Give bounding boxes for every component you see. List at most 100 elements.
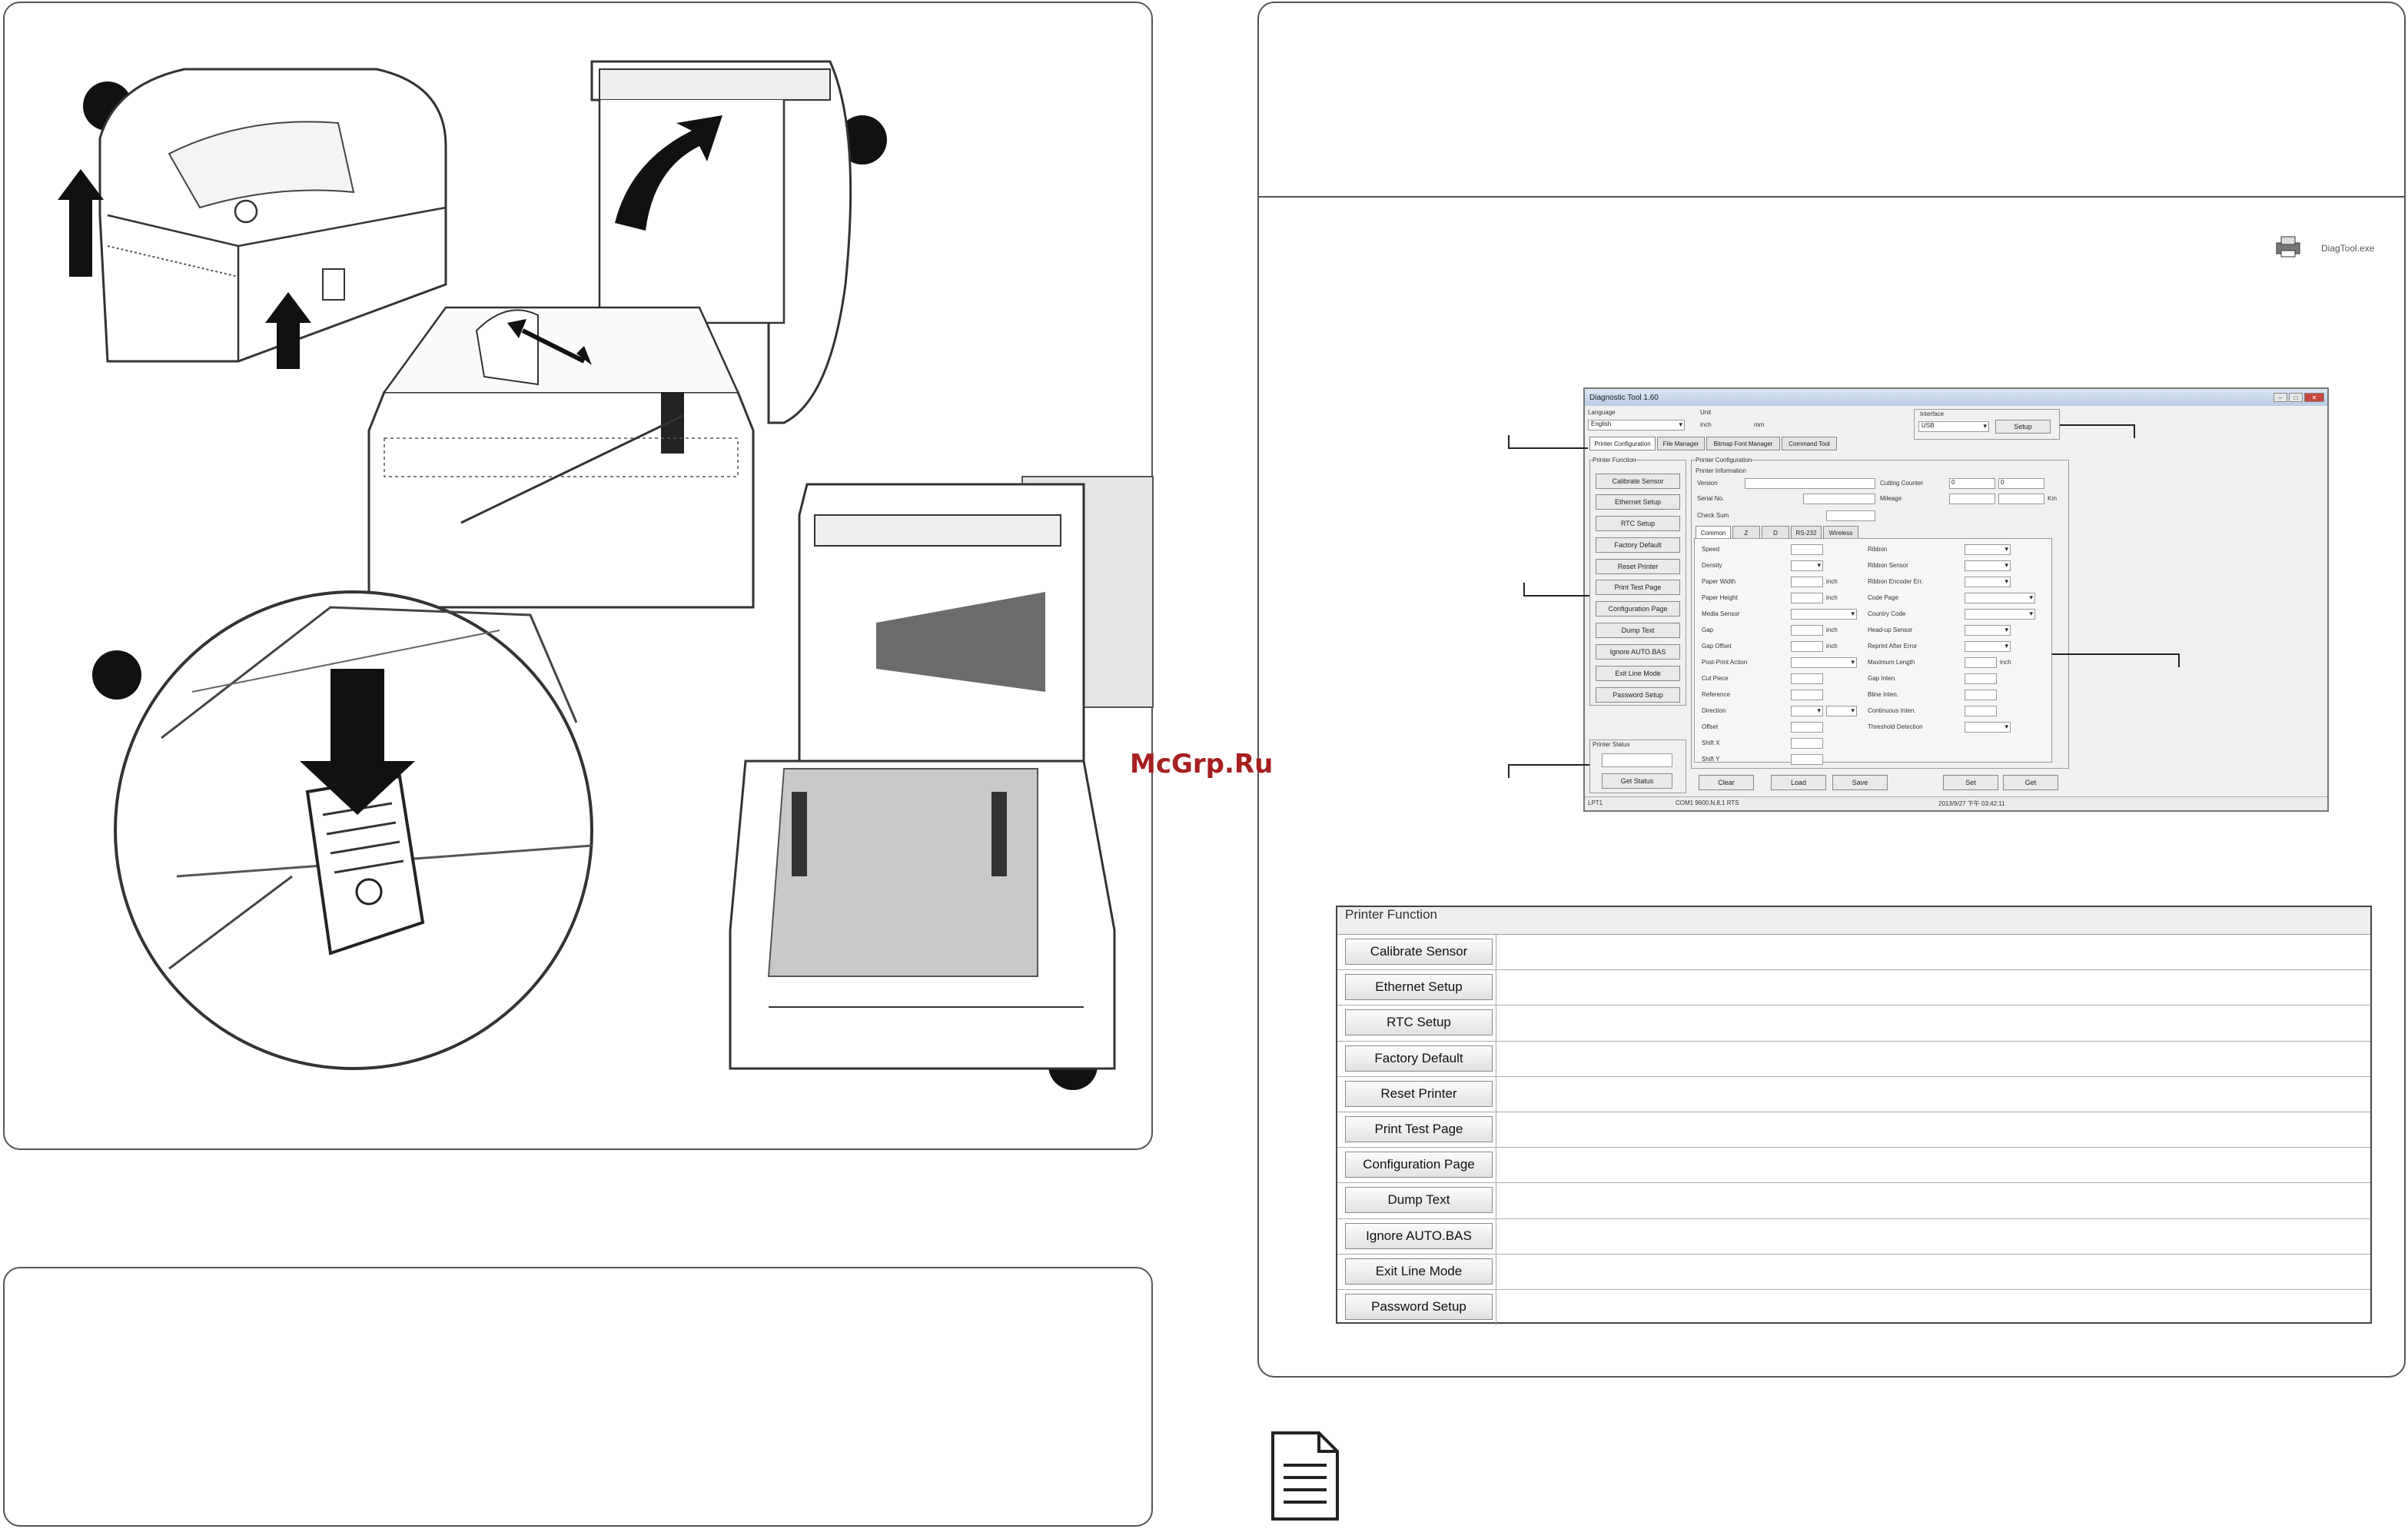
ethernet-setup-button[interactable]: Ethernet Setup	[1596, 494, 1680, 510]
print-test-page-button[interactable]: Print Test Page	[1596, 580, 1680, 595]
media-sensor-select[interactable]	[1791, 609, 1857, 620]
head-up-sensor-select[interactable]	[1965, 625, 2011, 636]
password-setup-button[interactable]: Password Setup	[1345, 1293, 1493, 1320]
ethernet-setup-button[interactable]: Ethernet Setup	[1345, 974, 1493, 1001]
printer-function-table: Printer Function Calibrate Sensor Ethern…	[1336, 906, 2372, 1326]
bline-inten-field[interactable]	[1965, 690, 1997, 700]
callout-tabs-tick	[1508, 435, 1510, 449]
country-code-select[interactable]	[1965, 609, 2035, 620]
density-select[interactable]	[1791, 560, 1823, 571]
status-com: COM1 9600,N,8,1 RTS	[1676, 799, 1739, 806]
paper-height-field[interactable]	[1791, 593, 1823, 603]
gap-field[interactable]	[1791, 625, 1823, 636]
print-test-page-button[interactable]: Print Test Page	[1345, 1115, 1493, 1142]
dump-text-button[interactable]: Dump Text	[1596, 623, 1680, 638]
direction-select-2[interactable]	[1826, 706, 1857, 716]
password-setup-button[interactable]: Password Setup	[1596, 687, 1680, 703]
unit-radio-inch[interactable]: inch	[1700, 421, 1712, 428]
save-button[interactable]: Save	[1832, 775, 1888, 790]
desktop-icon-label[interactable]: DiagTool.exe	[2321, 243, 2375, 254]
factory-default-button[interactable]: Factory Default	[1345, 1045, 1493, 1072]
window-title: Diagnostic Tool 1.60	[1589, 393, 1659, 402]
head-up-sensor-label: Head-up Sensor	[1868, 627, 1913, 633]
code-page-select[interactable]	[1965, 593, 2035, 603]
maximize-icon[interactable]: □	[2289, 393, 2303, 402]
reprint-after-error-select[interactable]	[1965, 641, 2011, 652]
reference-field[interactable]	[1791, 690, 1823, 700]
serial-no-label: Serial No.	[1697, 495, 1725, 502]
close-icon[interactable]: ✕	[2304, 393, 2324, 402]
tab-bitmap-font-manager[interactable]: Bitmap Font Manager	[1706, 437, 1780, 450]
threshold-detection-select[interactable]	[1965, 722, 2011, 733]
maximum-length-field[interactable]	[1965, 657, 1997, 668]
printer-function-group	[1589, 460, 1686, 706]
interface-group	[1914, 409, 2060, 440]
minimize-icon[interactable]: –	[2273, 393, 2287, 402]
post-print-action-select[interactable]	[1791, 657, 1857, 668]
setup-button[interactable]: Setup	[1995, 420, 2051, 434]
reset-printer-button[interactable]: Reset Printer	[1596, 559, 1680, 574]
printer-status-title: Printer Status	[1593, 741, 1630, 748]
get-button[interactable]: Get	[2003, 775, 2058, 790]
clear-button[interactable]: Clear	[1699, 775, 1754, 790]
direction-select-1[interactable]	[1791, 706, 1823, 716]
cutting-counter-label: Cutting Counter	[1880, 480, 1924, 487]
unit-radio-mm[interactable]: mm	[1754, 421, 1765, 428]
exit-line-mode-button[interactable]: Exit Line Mode	[1345, 1258, 1493, 1285]
printer-status-display	[1602, 753, 1672, 767]
ignore-autobas-button[interactable]: Ignore AUTO.BAS	[1596, 644, 1680, 660]
ribbon-encoder-err-select[interactable]	[1965, 577, 2011, 587]
gap-offset-label: Gap Offset	[1702, 643, 1732, 650]
gap-unit: inch	[1826, 627, 1838, 633]
reset-printer-button[interactable]: Reset Printer	[1345, 1080, 1493, 1107]
table-row: RTC Setup	[1337, 1005, 2370, 1042]
country-code-label: Country Code	[1868, 610, 1906, 617]
callout-configuration-tick	[2178, 653, 2180, 667]
printer-closed-illustration	[58, 68, 447, 369]
paper-width-field[interactable]	[1791, 577, 1823, 587]
set-button[interactable]: Set	[1943, 775, 1998, 790]
factory-default-button[interactable]: Factory Default	[1596, 537, 1680, 553]
tab-printer-configuration[interactable]: Printer Configuration	[1589, 437, 1656, 450]
calibrate-sensor-button[interactable]: Calibrate Sensor	[1345, 939, 1493, 965]
cutting-counter-field-1: 0	[1949, 478, 1995, 489]
printer-icon[interactable]	[2275, 235, 2303, 258]
load-button[interactable]: Load	[1771, 775, 1826, 790]
dump-text-button[interactable]: Dump Text	[1345, 1187, 1493, 1214]
mileage-field-2	[1998, 494, 2044, 504]
gap-label: Gap	[1702, 627, 1714, 633]
exit-line-mode-button[interactable]: Exit Line Mode	[1596, 666, 1680, 681]
gap-offset-field[interactable]	[1791, 641, 1823, 652]
printer-function-header: Printer Function	[1337, 907, 2370, 935]
interface-select[interactable]: USB	[1918, 421, 1989, 432]
rtc-setup-button[interactable]: RTC Setup	[1596, 516, 1680, 531]
language-select[interactable]: English	[1588, 420, 1685, 430]
shift-x-field[interactable]	[1791, 738, 1823, 749]
ribbon-select[interactable]	[1965, 544, 2011, 555]
table-row: Configuration Page	[1337, 1148, 2370, 1184]
configuration-page-button[interactable]: Configuration Page	[1345, 1152, 1493, 1178]
configuration-page-button[interactable]: Configuration Page	[1596, 601, 1680, 617]
ignore-autobas-button[interactable]: Ignore AUTO.BAS	[1345, 1222, 1493, 1249]
ribbon-sensor-select[interactable]	[1965, 560, 2011, 571]
table-row: Ethernet Setup	[1337, 970, 2370, 1006]
tab-file-manager[interactable]: File Manager	[1657, 437, 1705, 450]
tab-command-tool[interactable]: Command Tool	[1782, 437, 1837, 450]
ribbon-sensor-label: Ribbon Sensor	[1868, 562, 1908, 569]
calibrate-sensor-button[interactable]: Calibrate Sensor	[1596, 474, 1680, 489]
magnified-detail-illustration	[114, 415, 684, 1070]
speed-field[interactable]	[1791, 544, 1823, 555]
callout-interface-tick	[2134, 424, 2135, 438]
cut-piece-field[interactable]	[1791, 673, 1823, 684]
table-row: Exit Line Mode	[1337, 1254, 2370, 1290]
get-status-button[interactable]: Get Status	[1602, 773, 1672, 789]
offset-field[interactable]	[1791, 722, 1823, 733]
gap-inten-field[interactable]	[1965, 673, 1997, 684]
threshold-detection-label: Threshold Detection	[1868, 723, 1923, 730]
callout-interface	[2060, 424, 2135, 426]
ribbon-encoder-err-label: Ribbon Encoder Err.	[1868, 578, 1924, 585]
rtc-setup-button[interactable]: RTC Setup	[1345, 1009, 1493, 1036]
continuous-inten-field[interactable]	[1965, 706, 1997, 716]
shift-y-field[interactable]	[1791, 754, 1823, 765]
callout-printer-status	[1508, 764, 1589, 766]
